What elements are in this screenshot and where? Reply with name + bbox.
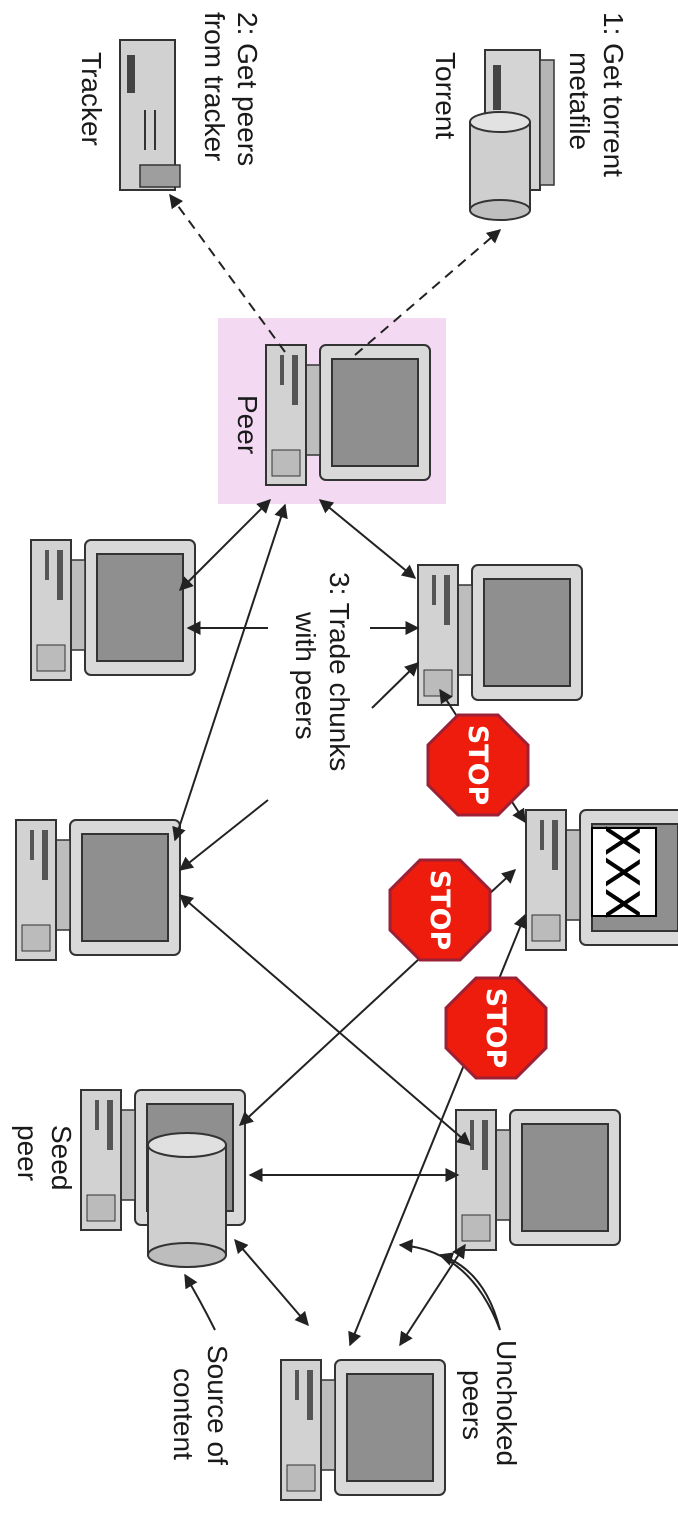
label-source-line1: Source of xyxy=(202,1345,233,1465)
computer-top-left xyxy=(30,539,196,681)
label-step3-line2: with peers xyxy=(290,611,321,740)
unchoked-pointer-2 xyxy=(398,1238,501,1331)
computer-peer xyxy=(265,344,431,486)
label-step2-line2: from tracker xyxy=(199,12,230,161)
database-icon xyxy=(147,1132,227,1268)
computer-bottom-mid xyxy=(280,1359,446,1501)
stop-sign-text: STOP xyxy=(462,725,493,806)
arrow-midleft-bottomright xyxy=(178,894,472,1146)
label-torrent: Torrent xyxy=(430,52,461,139)
stop-sign-icon: STOP xyxy=(426,713,530,817)
stop-sign-icon: STOP xyxy=(388,858,492,962)
computer-top-right xyxy=(417,564,583,706)
arrow-peer-tracker xyxy=(169,193,286,353)
label-step1-line1: 1: Get torrent xyxy=(598,12,629,177)
arrow-peer-topright xyxy=(318,499,417,579)
label-tracker: Tracker xyxy=(76,52,107,146)
label-step2-line1: 2: Get peers xyxy=(232,12,263,166)
unchoked-pointer-1 xyxy=(438,1252,501,1331)
source-pointer xyxy=(184,1273,216,1331)
stop-sign-text: STOP xyxy=(480,988,511,1069)
stop-sign-text: STOP xyxy=(424,870,455,951)
label-seed-line1: Seed xyxy=(46,1125,77,1190)
blocked-screen xyxy=(591,827,657,917)
label-source-line2: content xyxy=(168,1368,199,1460)
label-unchoked-line1: Unchoked xyxy=(491,1340,522,1466)
database-icon xyxy=(469,111,531,221)
label-step3-line1: 3: Trade chunks xyxy=(324,572,355,771)
arrow-peer-midleft xyxy=(172,503,288,842)
label-unchoked-line2: peers xyxy=(457,1370,488,1440)
label-peer: Peer xyxy=(232,395,263,454)
arrow-label-to-topright2 xyxy=(371,662,420,709)
arrow-bottomright-bottommid xyxy=(399,1243,466,1347)
arrow-peer-torrent xyxy=(354,229,502,356)
computer-bottom-right xyxy=(455,1109,621,1251)
label-step1-line2: metafile xyxy=(564,52,595,150)
arrow-seed-bottommid xyxy=(234,1238,309,1327)
stop-sign-icon: STOP xyxy=(444,976,548,1080)
arrow-label-to-midleft xyxy=(178,799,269,871)
tracker-server-icon xyxy=(119,39,181,191)
computer-mid-left xyxy=(15,819,181,961)
label-seed-line2: peer xyxy=(12,1125,43,1181)
blocked-screen-text: XXX xyxy=(595,825,649,920)
